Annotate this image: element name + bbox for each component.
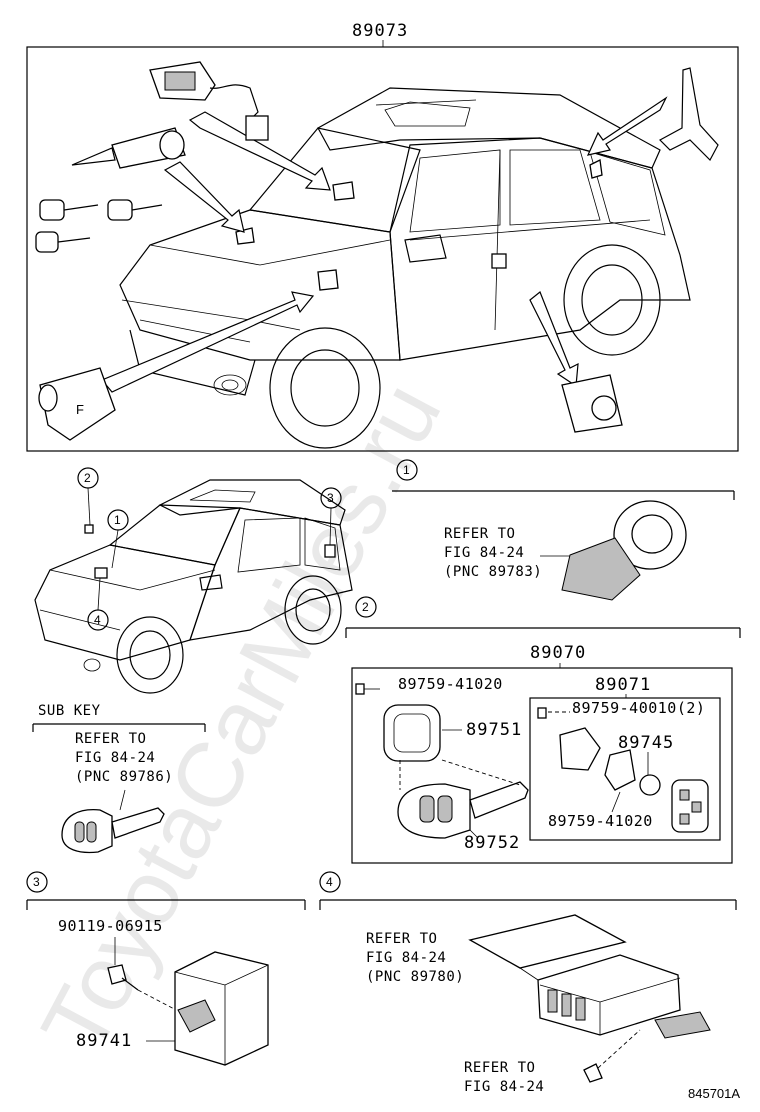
section-4-refer-bottom-line-2[interactable]: FIG 84-24 (464, 1079, 544, 1095)
section-4-refer-top-line-2[interactable]: FIG 84-24 (366, 950, 446, 966)
key-case-89751-sketch (383, 704, 441, 762)
section-3-marker (26, 871, 48, 893)
top-assembly-part-number[interactable]: 89073 (352, 21, 408, 41)
bolt-icon (107, 964, 181, 1013)
door-control-sketch: F (38, 367, 116, 441)
svg-text:1: 1 (114, 513, 121, 527)
pointer-arrows (101, 96, 668, 393)
car-illustration-large (119, 87, 691, 449)
section-3-number: 3 (33, 875, 40, 889)
master-key-89752-sketch (397, 759, 529, 839)
figure-id: 845701A (688, 1086, 740, 1101)
svg-text:3: 3 (327, 491, 334, 505)
screw-a-icon (355, 683, 380, 695)
section-2-number: 2 (362, 600, 369, 614)
sub-key-sketch (61, 789, 165, 854)
part-89741[interactable]: 89741 (76, 1031, 132, 1051)
section-1-number: 1 (403, 463, 410, 477)
rear-lock-sketch (561, 374, 623, 433)
section-4-refer-top-line-1[interactable]: REFER TO (366, 931, 437, 947)
ecu-89780-sketch (468, 914, 711, 1039)
assembly-89070-frame (351, 667, 733, 864)
section-2-marker (355, 596, 377, 618)
car-illustration-small (34, 479, 353, 694)
control-unit-89741-sketch (174, 951, 269, 1066)
locator-1[interactable]: 1 (107, 509, 129, 569)
sub-key-refer-line-3[interactable]: (PNC 89786) (75, 769, 173, 785)
screw-b-icon (537, 707, 570, 719)
part-plate[interactable]: 89759-41020 (548, 812, 653, 830)
sub-key-label: SUB KEY (38, 703, 101, 719)
section-4-refer-top-line-3[interactable]: (PNC 89780) (366, 969, 464, 985)
part-89745[interactable]: 89745 (618, 733, 674, 753)
sub-assembly-89071-frame (529, 697, 721, 841)
section-4-number: 4 (326, 875, 333, 889)
part-89752[interactable]: 89752 (464, 833, 520, 853)
sub-key-refer-line-1[interactable]: REFER TO (75, 731, 146, 747)
cover-parts-sketch (559, 727, 709, 833)
section-4-refer-bottom-line-1[interactable]: REFER TO (464, 1060, 535, 1076)
locator-2[interactable]: 2 (77, 467, 99, 534)
assembly-89070[interactable]: 89070 (530, 643, 586, 663)
key-sketches (35, 199, 163, 253)
handle-sketch (659, 67, 719, 161)
sub-key-refer-line-2[interactable]: FIG 84-24 (75, 750, 155, 766)
section-1-ignition-coil-sketch (540, 500, 687, 601)
section-1-refer-line-2[interactable]: FIG 84-24 (444, 545, 524, 561)
part-screw-b[interactable]: 89759-40010(2) (572, 699, 705, 717)
section-1-refer-line-3[interactable]: (PNC 89783) (444, 564, 542, 580)
screw-icon (583, 1029, 641, 1083)
sub-assembly-89071[interactable]: 89071 (595, 675, 651, 695)
part-screw-a[interactable]: 89759-41020 (398, 675, 503, 693)
section-1-refer-line-1[interactable]: REFER TO (444, 526, 515, 542)
section-4-marker (319, 871, 341, 893)
svg-text:4: 4 (94, 613, 101, 627)
key-cylinder-sketch (71, 127, 186, 169)
part-bolt-90119[interactable]: 90119-06915 (58, 917, 163, 935)
top-assembly-frame (26, 46, 739, 452)
locator-3[interactable]: 3 (320, 487, 342, 546)
svg-text:F: F (76, 402, 84, 417)
ignition-switch-sketch (149, 61, 269, 141)
svg-text:2: 2 (84, 471, 91, 485)
locator-4[interactable]: 4 (87, 577, 109, 631)
part-89751[interactable]: 89751 (466, 720, 522, 740)
section-1-marker (396, 459, 418, 481)
